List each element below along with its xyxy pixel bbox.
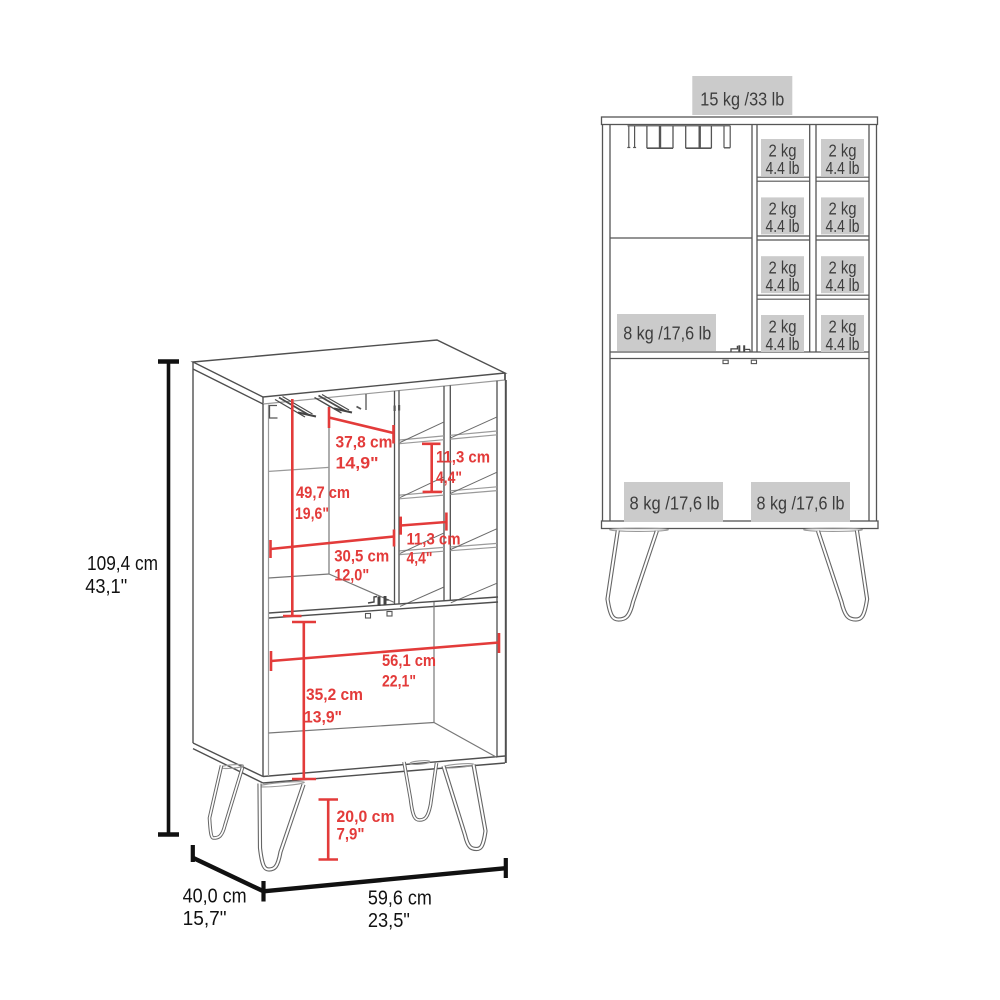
- svg-text:4.4 lb: 4.4 lb: [826, 275, 860, 295]
- svg-text:35,2 cm: 35,2 cm: [306, 685, 363, 704]
- svg-text:19,6": 19,6": [295, 504, 329, 523]
- svg-text:4.4 lb: 4.4 lb: [766, 158, 800, 178]
- svg-text:2 kg: 2 kg: [769, 199, 797, 219]
- svg-text:8 kg /17,6 lb: 8 kg /17,6 lb: [623, 322, 711, 343]
- svg-text:2 kg: 2 kg: [829, 316, 857, 336]
- svg-text:13,9": 13,9": [304, 708, 342, 727]
- svg-text:37,8 cm: 37,8 cm: [336, 433, 393, 452]
- svg-text:22,1": 22,1": [382, 671, 416, 690]
- svg-text:23,5": 23,5": [368, 909, 410, 932]
- svg-text:43,1": 43,1": [85, 575, 127, 598]
- svg-text:30,5 cm: 30,5 cm: [334, 547, 389, 566]
- svg-text:8 kg /17,6 lb: 8 kg /17,6 lb: [630, 492, 720, 513]
- svg-text:4.4 lb: 4.4 lb: [826, 216, 860, 236]
- svg-text:15 kg /33 lb: 15 kg /33 lb: [700, 89, 784, 110]
- svg-text:59,6 cm: 59,6 cm: [368, 887, 432, 910]
- svg-text:49,7 cm: 49,7 cm: [296, 483, 350, 502]
- svg-text:40,0 cm: 40,0 cm: [183, 884, 247, 907]
- svg-text:4.4 lb: 4.4 lb: [826, 158, 860, 178]
- svg-text:2 kg: 2 kg: [769, 140, 797, 160]
- svg-text:2 kg: 2 kg: [769, 258, 797, 278]
- svg-text:4.4 lb: 4.4 lb: [766, 334, 800, 354]
- svg-text:20,0 cm: 20,0 cm: [337, 807, 395, 826]
- svg-text:2 kg: 2 kg: [829, 140, 857, 160]
- svg-text:4.4 lb: 4.4 lb: [826, 334, 860, 354]
- svg-text:109,4 cm: 109,4 cm: [87, 552, 158, 575]
- svg-text:4.4 lb: 4.4 lb: [766, 275, 800, 295]
- svg-text:8 kg /17,6 lb: 8 kg /17,6 lb: [757, 492, 845, 513]
- svg-text:7,9": 7,9": [337, 825, 365, 844]
- svg-text:11,3 cm: 11,3 cm: [407, 530, 461, 549]
- svg-text:12,0": 12,0": [334, 566, 369, 585]
- svg-text:11,3 cm: 11,3 cm: [436, 448, 490, 467]
- svg-text:14,9": 14,9": [336, 454, 379, 473]
- svg-text:4.4 lb: 4.4 lb: [766, 216, 800, 236]
- svg-text:56,1 cm: 56,1 cm: [382, 651, 436, 670]
- svg-text:4,4": 4,4": [407, 549, 433, 568]
- svg-text:4,4": 4,4": [436, 468, 462, 487]
- svg-text:2 kg: 2 kg: [829, 199, 857, 219]
- svg-text:2 kg: 2 kg: [769, 316, 797, 336]
- svg-text:2 kg: 2 kg: [829, 258, 857, 278]
- svg-text:15,7": 15,7": [183, 907, 227, 930]
